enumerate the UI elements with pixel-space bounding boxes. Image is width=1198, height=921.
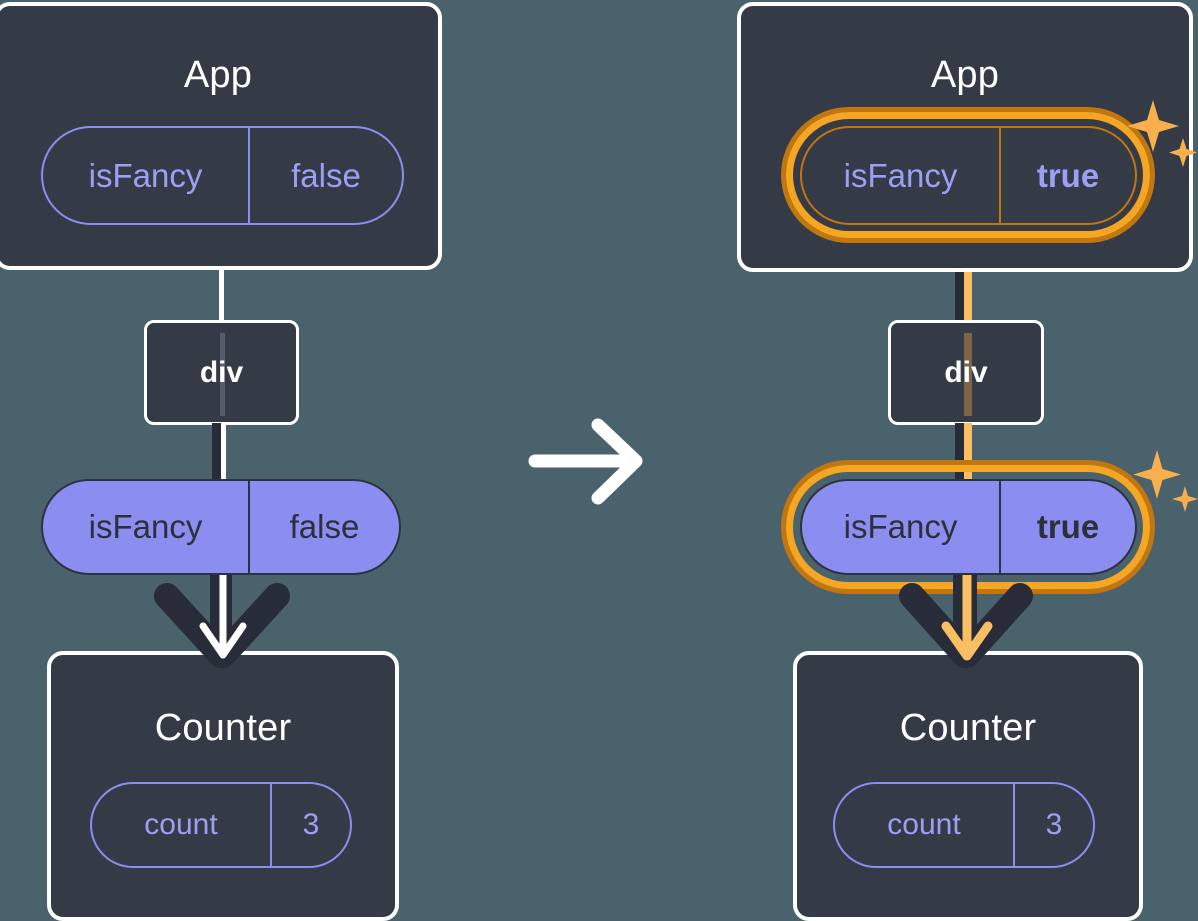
- counter-state-pill-value-before: 3: [302, 808, 320, 841]
- connector-through-div-after: [964, 333, 972, 416]
- prop-pill-value-after: true: [1036, 508, 1100, 545]
- prop-pill-before: isFancy false: [41, 479, 401, 575]
- app-state-pill-after: isFancy true: [800, 126, 1137, 225]
- prop-pill-name-after: isFancy: [843, 508, 958, 545]
- app-state-pill-name-after: isFancy: [843, 156, 958, 194]
- connector-div-to-prop-white-before: [221, 423, 226, 488]
- sparkle-icon-app-after: [1127, 100, 1197, 167]
- div-node-before: div: [144, 320, 299, 425]
- counter-state-pill-name-before: count: [144, 808, 218, 841]
- app-title-after: App: [930, 54, 1000, 96]
- counter-state-pill-name-after: count: [887, 808, 961, 841]
- app-state-pill-value-before: false: [291, 156, 361, 194]
- prop-arrow-orange-after: [941, 575, 993, 661]
- prop-pill-name-before: isFancy: [88, 508, 203, 545]
- pill-divider: [270, 784, 272, 866]
- connector-app-to-div-before: [219, 264, 224, 322]
- connector-through-div-before: [220, 333, 225, 416]
- prop-arrow-dark-before: [154, 575, 290, 668]
- transition-right-arrow-icon: [528, 418, 643, 505]
- prop-arrow-dark-after: [899, 575, 1033, 668]
- counter-title-before: Counter: [154, 707, 292, 749]
- sparkle-icon-prop-after: [1133, 450, 1198, 512]
- connector-div-to-prop-dark-before: [212, 423, 221, 488]
- pill-divider: [248, 481, 250, 573]
- pill-divider: [999, 481, 1001, 573]
- div-node-after: div: [888, 320, 1044, 425]
- app-state-pill-before: isFancy false: [41, 126, 404, 225]
- pill-divider: [248, 128, 250, 223]
- prop-pill-value-before: false: [289, 508, 360, 545]
- counter-state-pill-after: count 3: [833, 782, 1095, 868]
- connector-div-to-prop-dark-after: [955, 423, 964, 488]
- app-state-pill-value-after: true: [1036, 156, 1100, 194]
- prop-pill-after: isFancy true: [800, 479, 1137, 575]
- pill-divider: [999, 128, 1001, 223]
- prop-arrow-white-before: [199, 575, 247, 659]
- div-node-label-before: div: [199, 355, 244, 389]
- div-node-label-after: div: [944, 355, 988, 389]
- counter-title-after: Counter: [899, 707, 1037, 749]
- pill-divider: [1013, 784, 1015, 866]
- app-state-pill-name-before: isFancy: [88, 156, 203, 194]
- app-title-before: App: [183, 54, 253, 96]
- connector-div-to-prop-orange-after: [964, 423, 972, 488]
- counter-state-pill-value-after: 3: [1045, 808, 1063, 841]
- counter-state-pill-before: count 3: [90, 782, 352, 868]
